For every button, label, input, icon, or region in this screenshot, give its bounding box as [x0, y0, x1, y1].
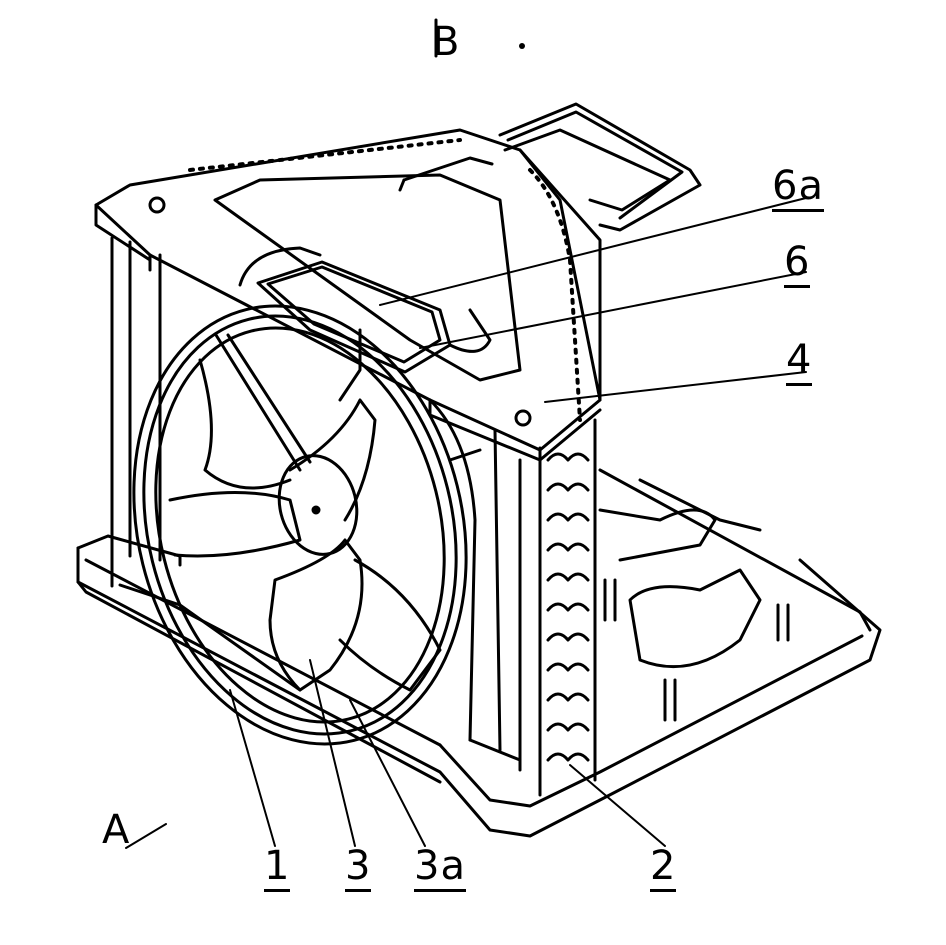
ref-label-3: 3 [345, 846, 372, 892]
leader-4 [544, 371, 807, 403]
leader-6 [419, 271, 807, 349]
ref-label-3a: 3a [414, 846, 466, 892]
leader-3 [309, 659, 356, 847]
dotted-edge [188, 138, 582, 422]
ref-label-6: 6 [784, 242, 811, 288]
ref-label-2: 2 [650, 846, 677, 892]
leader-1 [229, 689, 276, 847]
fan-hub [277, 454, 359, 556]
drain-features [598, 508, 790, 722]
ref-label-1: 1 [264, 846, 291, 892]
leader-3a [349, 699, 426, 847]
fan-blades [168, 328, 442, 692]
ref-label-4: 4 [786, 340, 813, 386]
fan-shroud-ring [132, 304, 468, 746]
heat-exchanger-coil [538, 418, 597, 797]
coil-tubes [546, 452, 590, 762]
view-arrow-A [125, 823, 167, 849]
leader-6a [379, 197, 807, 306]
leader-2 [569, 764, 666, 847]
base-tray [76, 468, 882, 838]
inlet-duct [238, 102, 702, 374]
fan-housing [428, 398, 522, 772]
ref-label-6a: 6a [772, 166, 824, 212]
leader-lines [125, 197, 807, 849]
stray-dot [519, 43, 525, 49]
view-label-B: B [432, 19, 461, 65]
view-label-A: A [102, 807, 131, 853]
fan-hub-center [311, 505, 321, 515]
